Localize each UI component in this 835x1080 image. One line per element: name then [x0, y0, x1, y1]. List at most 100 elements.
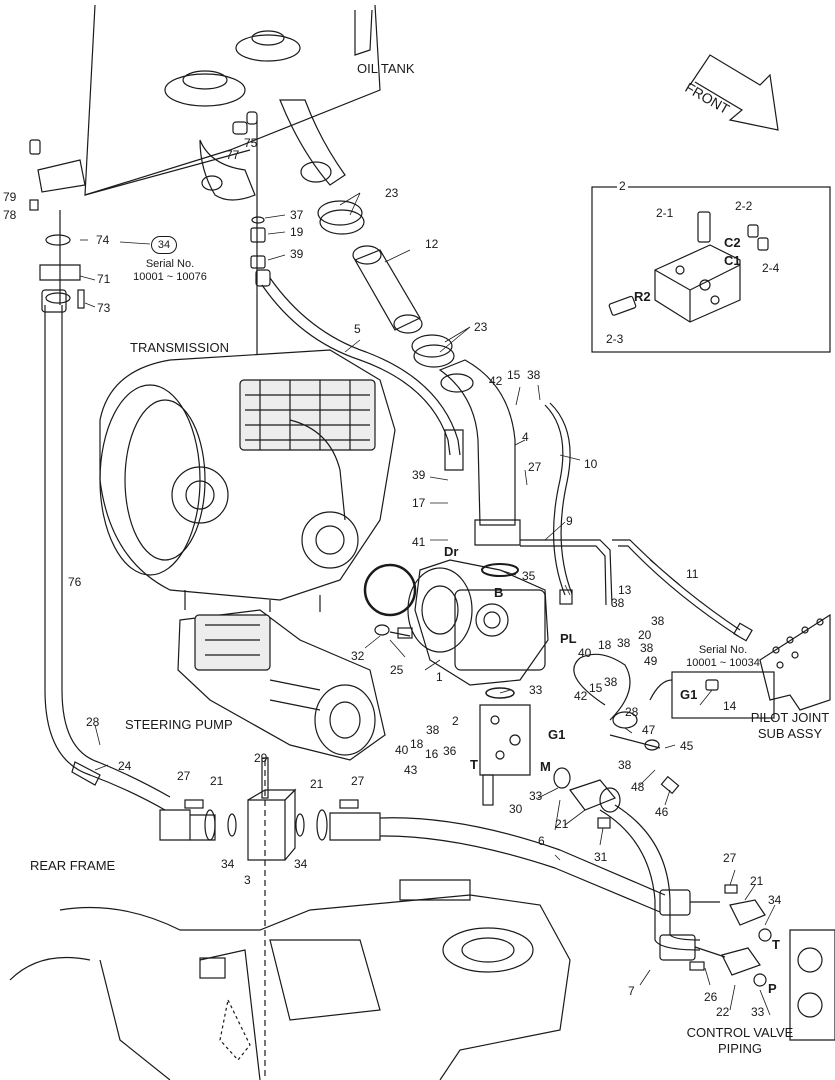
transmission-label: TRANSMISSION — [130, 340, 229, 355]
part-number-78: 78 — [3, 208, 17, 222]
part-number-41: 41 — [412, 535, 426, 549]
steering-pump-drawing — [177, 609, 386, 761]
part-number-21b: 21 — [310, 777, 324, 791]
part-number-38h: 38 — [640, 641, 654, 655]
part-number-15b: 15 — [589, 681, 603, 695]
part-number-1: 1 — [436, 670, 443, 684]
part-number-47: 47 — [642, 723, 656, 737]
part-number-39a: 39 — [290, 247, 304, 261]
part-number-4: 4 — [522, 430, 529, 444]
part-number-13: 13 — [618, 583, 632, 597]
part-number-38d: 38 — [617, 636, 631, 650]
part-number-39b: 39 — [412, 468, 426, 482]
part-number-36: 36 — [443, 744, 457, 758]
port-m-label: M — [540, 759, 551, 774]
part-number-31: 31 — [594, 850, 608, 864]
steering-pump-label: STEERING PUMP — [125, 717, 233, 732]
main-pump-1-drawing — [407, 559, 549, 806]
part-number-27d: 27 — [723, 851, 737, 865]
detail-part-2-4: 2-4 — [762, 261, 780, 275]
part-number-37: 37 — [290, 208, 304, 222]
hose-9-drawing — [520, 539, 613, 606]
port-b-label: B — [494, 585, 504, 600]
part-number-33c: 33 — [751, 1005, 765, 1019]
port-c2-label: C2 — [724, 235, 741, 250]
hose-5-drawing — [255, 269, 464, 471]
part-number-49: 49 — [644, 654, 658, 668]
port-g1-inset-label: G1 — [680, 687, 698, 702]
part-number-34a: 34 — [221, 857, 235, 871]
part-number-15a: 15 — [507, 368, 521, 382]
part-number-18b: 18 — [598, 638, 612, 652]
oil-tank-drawing — [84, 4, 381, 201]
port-p-right-label: P — [768, 981, 777, 996]
part-number-22: 22 — [716, 1005, 730, 1019]
part-number-17: 17 — [412, 496, 426, 510]
part-number-21d: 21 — [750, 874, 764, 888]
part-number-38a: 38 — [527, 368, 541, 382]
part-number-42a: 42 — [489, 374, 503, 388]
pilot-joint-label-line1: PILOT JOINT — [750, 710, 830, 725]
part-number-30: 30 — [509, 802, 523, 816]
part-number-21a: 21 — [210, 774, 224, 788]
part-number-33a: 33 — [529, 683, 543, 697]
part-number-34c: 34 — [768, 893, 782, 907]
port-g1-label: G1 — [548, 727, 566, 742]
part-number-21c: 21 — [555, 817, 569, 831]
port-r2-label: R2 — [634, 289, 651, 304]
port-t-valve-label: T — [470, 757, 478, 772]
part-number-45: 45 — [680, 739, 694, 753]
part-number-76: 76 — [68, 575, 82, 589]
part-number-75: 75 — [244, 136, 258, 150]
part-number-33b: 33 — [529, 789, 543, 803]
part-number-10: 10 — [584, 457, 598, 471]
part-number-77: 77 — [226, 148, 240, 162]
serial-note-left-ref-circle: 34 — [151, 236, 177, 254]
part-number-24: 24 — [118, 759, 132, 773]
pilot-joint-sub-assy-drawing — [759, 613, 831, 711]
hose-10-drawing — [544, 402, 573, 605]
pipe-4-drawing — [438, 359, 521, 546]
part-number-7: 7 — [628, 984, 635, 998]
part-number-16: 16 — [425, 747, 439, 761]
part-number-20: 20 — [638, 628, 652, 642]
bolts-25-32-drawing — [374, 624, 413, 639]
part-number-25: 25 — [390, 663, 404, 677]
part-number-27c: 27 — [528, 460, 542, 474]
part-number-9: 9 — [566, 514, 573, 528]
hose-49-drawing — [573, 653, 680, 795]
pilot-joint-label-line2: SUB ASSY — [757, 726, 823, 741]
hose-6-drawing — [379, 817, 720, 916]
part-number-38b: 38 — [611, 596, 625, 610]
oil-tank-label: OIL TANK — [357, 61, 415, 76]
part-number-46: 46 — [655, 805, 669, 819]
rear-frame-drawing — [9, 879, 571, 1080]
serial-note-right-range: 10001 ~ 10034 — [686, 657, 760, 669]
part-number-40b: 40 — [578, 646, 592, 660]
detail-part-2-1: 2-1 — [656, 206, 674, 220]
part-number-28b: 28 — [625, 705, 639, 719]
suction-pipe-12-drawing — [317, 200, 455, 368]
part-number-18a: 18 — [410, 737, 424, 751]
part-number-73: 73 — [97, 301, 111, 315]
hose-7-drawing — [599, 804, 726, 961]
detail-part-2-2: 2-2 — [735, 199, 753, 213]
port-dr-label: Dr — [444, 544, 459, 559]
part-number-38c: 38 — [651, 614, 665, 628]
detail-box-title: 2 — [617, 179, 628, 193]
part-number-79: 79 — [3, 190, 17, 204]
front-arrow-drawing — [689, 54, 779, 131]
control-valve-label-line2: PIPING — [717, 1041, 763, 1056]
part-number-26: 26 — [704, 990, 718, 1004]
part-number-42b: 42 — [574, 689, 588, 703]
part-number-12: 12 — [425, 237, 439, 251]
part-number-35: 35 — [522, 569, 536, 583]
port-pl-label: PL — [560, 631, 577, 646]
control-valve-label-line1: CONTROL VALVE — [686, 1025, 794, 1040]
serial-note-left-title: Serial No. — [145, 258, 195, 270]
port-c1-label: C1 — [724, 253, 741, 268]
leader-lines — [79, 192, 776, 1016]
flange-m-drawing — [553, 767, 621, 829]
part-number-19: 19 — [290, 225, 304, 239]
part-number-3: 3 — [244, 873, 251, 887]
